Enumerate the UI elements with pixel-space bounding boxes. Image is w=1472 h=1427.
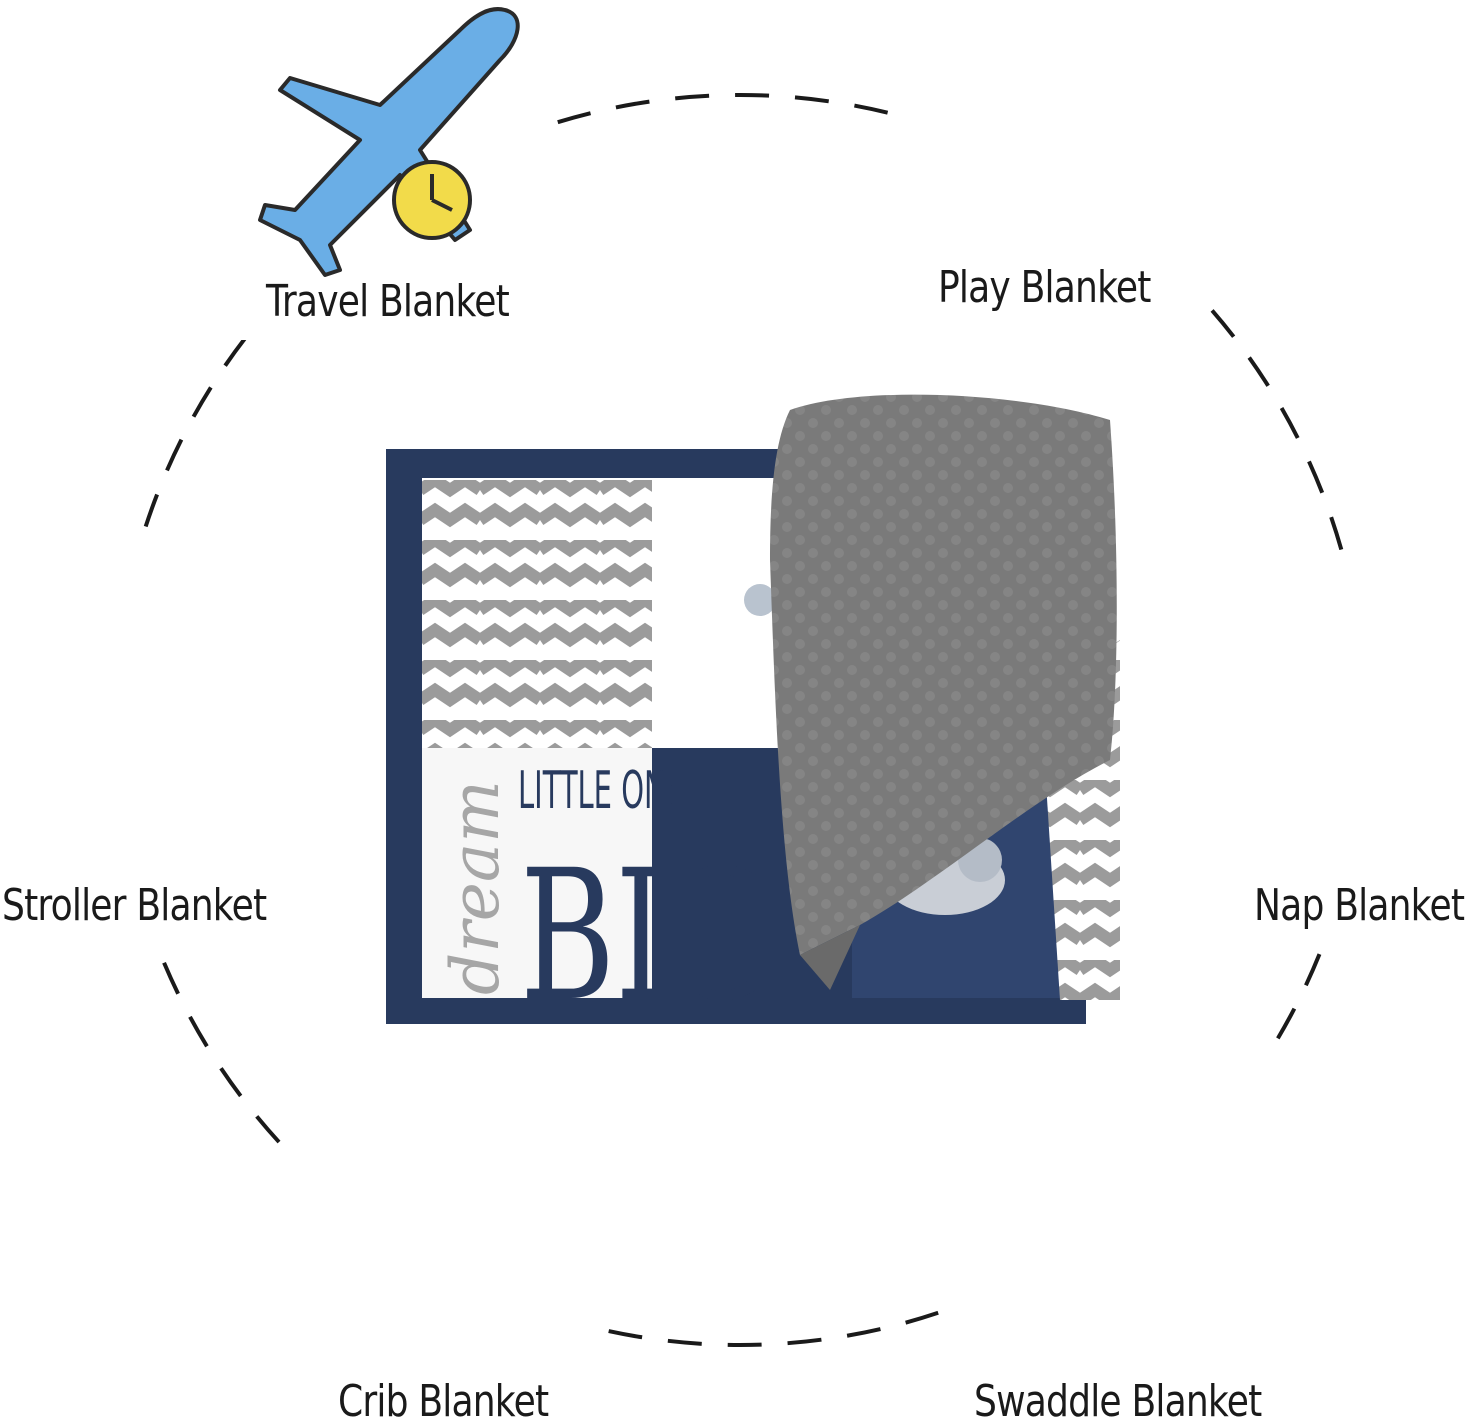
minky-blanket-photo: LITTLE ONE BIG dream [386,394,1120,1040]
swaddle-blanket-label: Swaddle Blanket [974,1376,1262,1427]
play-blanket-label: Play Blanket [938,262,1151,313]
airplane-clock-icon [258,7,520,277]
big-text: BIG [520,830,770,1040]
dream-text: dream [437,780,514,995]
stroller-blanket-label: Stroller Blanket [2,880,267,931]
little-one-text: LITTLE ONE [518,761,684,821]
travel-blanket-label: Travel Blanket [266,276,510,327]
nap-blanket-label: Nap Blanket [1254,880,1465,931]
crib-blanket-label: Crib Blanket [338,1376,549,1427]
